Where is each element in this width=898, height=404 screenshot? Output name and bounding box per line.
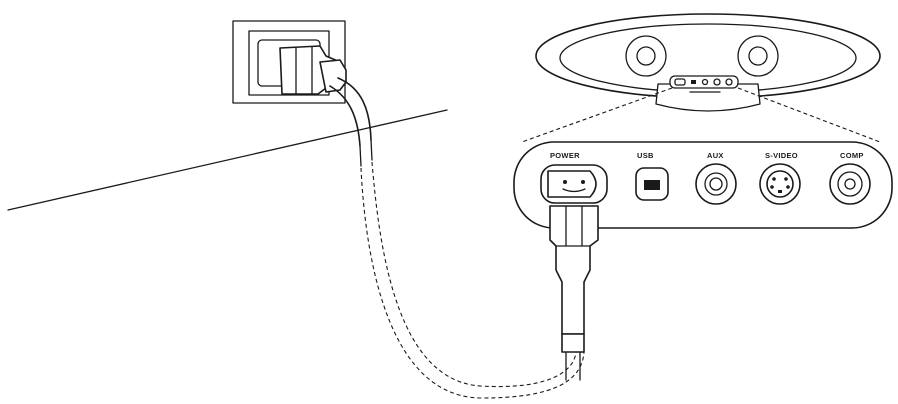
speaker-port-strip [669,75,739,93]
right-driver-icon [737,35,779,77]
comp-port [829,163,871,205]
zoom-line-left [521,87,673,143]
power-port [540,164,608,204]
table-edge-line [7,109,448,211]
svideo-port-label: S-VIDEO [765,151,798,160]
usb-port [635,167,669,201]
svideo-port [759,163,801,205]
comp-port-label: COMP [840,151,864,160]
connector-panel: POWER USB AUX S-VIDEO COMP [513,141,893,229]
power-connector-icon [549,205,599,353]
power-cord-hidden [360,161,585,399]
power-cord-upper [329,77,373,167]
power-port-label: POWER [550,151,580,160]
speaker-unit-icon [535,13,881,112]
aux-port [695,163,737,205]
aux-port-label: AUX [707,151,724,160]
power-cord-lower [565,351,581,381]
zoom-line-right [737,87,881,143]
left-driver-icon [625,35,667,77]
power-plug-icon [279,45,347,95]
usb-port-label: USB [637,151,654,160]
